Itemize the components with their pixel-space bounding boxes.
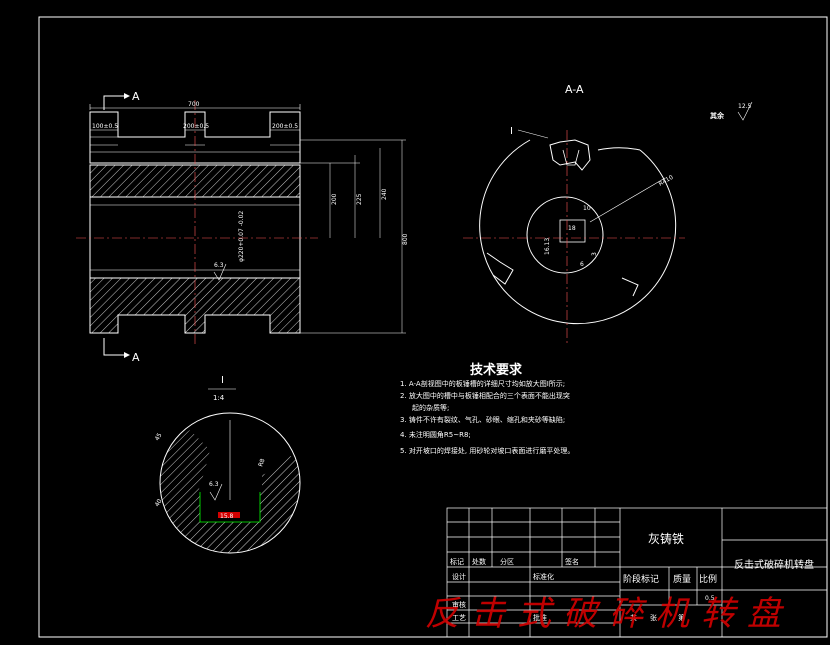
view-title-aa: A-A <box>565 83 584 96</box>
aa-section-view: A-A R410 10 18 16.13 6 3 I 其余 12.5 <box>463 83 753 345</box>
dim-d16: 16.13 <box>544 238 551 255</box>
tb-scale: 比例 <box>699 573 717 585</box>
tb-standard: 标准化 <box>533 572 554 581</box>
tb-count: 处数 <box>472 557 486 566</box>
title-block <box>446 507 828 638</box>
material: 灰铸铁 <box>648 531 684 546</box>
dim-h800: 800 <box>402 233 409 245</box>
tb-sign: 签名 <box>565 557 579 566</box>
tb-stage: 阶段标记 <box>623 573 659 585</box>
dim-d6: 6 <box>580 261 584 268</box>
tech-item-1: 1. A-A剖视图中的板锤槽的详细尺寸均如放大图Ⅰ所示; <box>400 379 565 388</box>
detail-view: I 1:4 15.8 45 40 R8 6.3 <box>154 375 301 554</box>
dim-bore: φ220+0.07 -0.02 <box>238 211 245 262</box>
dim-d3: 3 <box>591 252 598 256</box>
tech-title: 技术要求 <box>470 362 523 378</box>
dim-d10: 10 <box>583 205 591 212</box>
detail-callout: I <box>510 126 513 137</box>
tb-approve: 批准 <box>533 613 547 622</box>
dim-d18: 18 <box>568 225 576 232</box>
drawing-name: 反击式破碎机转盘 <box>734 558 814 571</box>
front-section-view: A A 700 100±0.5 200±0.5 200±0.5 200 225 … <box>76 90 409 364</box>
title-block-text: 灰铸铁 反击式破碎机转盘 标记 处数 分区 签名 设计 标准化 阶段标记 质量 … <box>450 531 814 622</box>
tb-mark: 标记 <box>450 557 464 566</box>
detail-red-label: 15.8 <box>220 513 234 520</box>
dim-slot-1: 100±0.5 <box>92 123 118 130</box>
detail-scale: 1:4 <box>213 394 225 402</box>
tech-item-2b: 起的杂质等; <box>412 403 449 412</box>
roughness-rest-value: 12.5 <box>738 103 752 110</box>
tech-item-3: 3. 铸件不许有裂纹、气孔、砂眼、缩孔和夹砂等缺陷; <box>400 415 565 424</box>
tb-review: 审核 <box>452 600 466 609</box>
tb-total: 共 <box>630 613 637 622</box>
tb-weight: 质量 <box>673 573 691 585</box>
roughness-rest-label: 其余 <box>710 111 725 120</box>
detail-dim-right: R8 <box>257 458 266 468</box>
detail-dim-left2: 40 <box>154 498 164 508</box>
section-mark-bottom: A <box>132 351 140 364</box>
dim-overall-width: 700 <box>188 101 200 108</box>
detail-dim-left: 45 <box>154 432 164 442</box>
tb-sheet: 张 <box>650 613 657 622</box>
dim-slot-2: 200±0.5 <box>183 123 209 130</box>
detail-label: I <box>221 375 224 386</box>
roughness-main: 6.3 <box>214 262 224 269</box>
tb-page: 第 <box>678 613 685 622</box>
drawing-frame <box>38 16 828 638</box>
tech-item-5: 5. 对开坡口的焊接处, 用砂轮对坡口表面进行磨平处理。 <box>400 446 574 455</box>
roughness-detail: 6.3 <box>209 481 219 488</box>
watermark: 反击式破碎机转盘 <box>425 594 793 634</box>
dim-slot-3: 200±0.5 <box>272 123 298 130</box>
dim-r410: R410 <box>658 174 675 188</box>
tb-scale-value: 0.5 <box>705 595 715 602</box>
tech-item-2: 2. 放大图中的槽中与板锤相配合的三个表面不能出现突 <box>400 391 570 400</box>
section-mark-top: A <box>132 90 140 103</box>
tech-requirements: 技术要求 1. A-A剖视图中的板锤槽的详细尺寸均如放大图Ⅰ所示; 2. 放大图… <box>400 362 574 455</box>
tb-zone: 分区 <box>500 557 514 566</box>
tb-design: 设计 <box>452 572 466 581</box>
dim-h225: 225 <box>356 193 363 205</box>
tb-process: 工艺 <box>452 614 466 622</box>
dim-h240: 240 <box>381 188 388 200</box>
tech-item-4: 4. 未注明圆角R5~R8; <box>400 430 471 439</box>
dim-h200: 200 <box>331 193 338 205</box>
